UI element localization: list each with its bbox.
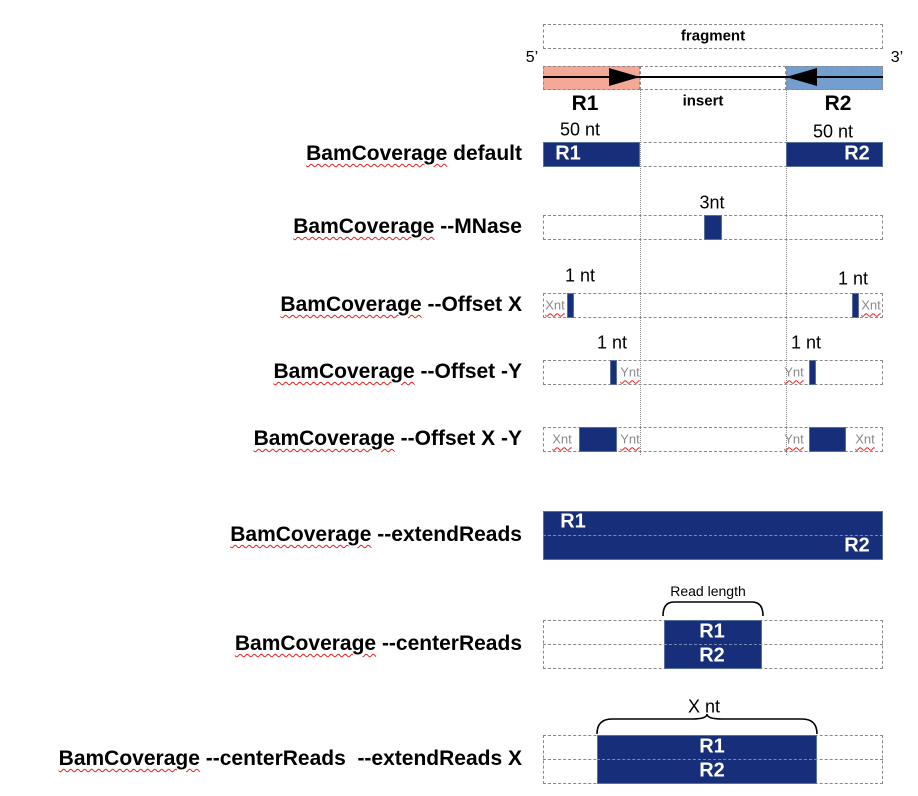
brace-icon [662, 601, 764, 617]
bar-label-r2: R2 [699, 644, 725, 667]
coverage-bar-right [852, 293, 859, 318]
coverage-bar-r2 [786, 142, 883, 167]
r2-start-guide [786, 90, 787, 455]
size-label-left: 1 nt [564, 265, 596, 286]
fragment-strand-arrows [543, 68, 883, 86]
coverage-bar-right [809, 427, 846, 452]
bar-label-r1: R1 [699, 735, 725, 758]
bar-divider [664, 644, 762, 645]
offset-label: Xnt [552, 431, 572, 447]
row-label-default: BamCoverage default [306, 142, 522, 165]
row-label-extend-reads: BamCoverage --extendReads [230, 523, 522, 546]
bar-label-r1: R1 [555, 142, 581, 165]
row-label-offset-neg-y: BamCoverage --Offset -Y [273, 360, 522, 383]
coverage-bar-r1 [543, 142, 640, 167]
bar-label-r1: R1 [560, 510, 586, 533]
brace-label: X nt [687, 696, 721, 717]
bar-label-r1: R1 [699, 620, 725, 643]
r1-length: 50 nt [559, 119, 601, 140]
brace-icon [596, 714, 818, 735]
track-divider [543, 535, 883, 536]
offset-label: Xnt [855, 431, 875, 447]
r2-label: R2 [824, 92, 852, 115]
bar-divider [597, 759, 817, 760]
brace-label: Read length [670, 583, 746, 599]
fragment-box [543, 24, 883, 49]
offset-label: Ynt [620, 431, 640, 447]
row-label-mnase: BamCoverage --MNase [293, 215, 522, 238]
row-label-center-extend-reads: BamCoverage --centerReads --extendReads … [58, 747, 522, 770]
bar-label-r2: R2 [699, 759, 725, 782]
r1-end-guide [640, 90, 641, 455]
fragment-label: fragment [680, 27, 746, 45]
coverage-bar-center [704, 215, 722, 240]
insert-label: insert [682, 92, 724, 110]
r1-label: R1 [571, 92, 599, 115]
size-label-right: 1 nt [790, 332, 822, 353]
coverage-bar-right [809, 360, 816, 385]
offset-label: Ynt [784, 431, 804, 447]
five-prime-label: 5’ [525, 49, 539, 66]
offset-label: Xnt [545, 297, 565, 313]
coverage-bar-left [567, 293, 574, 318]
size-label: 3nt [699, 192, 725, 213]
coverage-bar-left [610, 360, 617, 385]
row-label-offset-x: BamCoverage --Offset X [280, 293, 522, 316]
offset-label: Ynt [620, 364, 640, 380]
coverage-bar-left [579, 427, 617, 452]
row-label-center-reads: BamCoverage --centerReads [234, 632, 522, 655]
bar-label-r2: R2 [844, 534, 870, 557]
size-label-right: 1 nt [837, 268, 869, 289]
r2-length: 50 nt [812, 121, 854, 142]
size-label-left: 1 nt [596, 332, 628, 353]
track-offset-x [543, 293, 883, 318]
three-prime-label: 3’ [890, 49, 904, 66]
offset-label: Ynt [784, 364, 804, 380]
row-label-offset-x-neg-y: BamCoverage --Offset X -Y [253, 427, 522, 450]
track-offset-x-neg-y [543, 427, 883, 452]
bar-label-r2: R2 [844, 142, 870, 165]
track-offset-neg-y [543, 360, 883, 385]
offset-label: Xnt [861, 297, 881, 313]
